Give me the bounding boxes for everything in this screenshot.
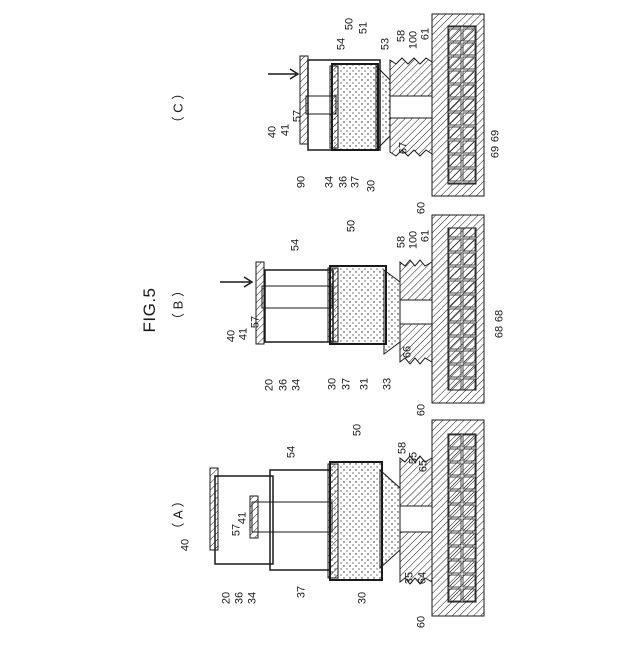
ref-label: 61	[421, 28, 432, 40]
panel-b-cap	[256, 262, 264, 344]
panel-c-piston	[330, 66, 338, 148]
ref-label: 60	[417, 404, 428, 416]
ref-label: 34	[292, 379, 303, 391]
ref-label: 20	[222, 592, 233, 604]
panel-c-cap	[300, 56, 308, 144]
ref-label: 57	[232, 524, 243, 536]
ref-label: 35	[405, 572, 416, 584]
ref-label: 30	[358, 592, 369, 604]
ref-label: 34	[325, 176, 336, 188]
ref-label: 37	[351, 176, 362, 188]
panel-a-cylinder	[270, 470, 330, 570]
ref-label: 40	[227, 330, 238, 342]
ref-label: 33	[383, 378, 394, 390]
panel-c-arrow	[268, 69, 298, 79]
ref-label: 50	[345, 18, 356, 30]
ref-label: 30	[367, 180, 378, 192]
ref-label: 37	[342, 378, 353, 390]
ref-label: 53	[381, 38, 392, 50]
ref-label: 65	[419, 460, 430, 472]
ref-label: 58	[397, 30, 408, 42]
ref-label: 40	[268, 126, 279, 138]
ref-label: 57	[251, 316, 262, 328]
ref-label: 54	[291, 239, 302, 251]
ref-label: 64	[418, 572, 429, 584]
panel-b-base-cavity	[448, 228, 476, 390]
panel-b-rod	[262, 286, 332, 308]
panel-c-drawing	[268, 14, 484, 196]
ref-label: 100	[409, 31, 420, 49]
ref-label: 36	[339, 176, 350, 188]
figure-title: FIG.5	[140, 287, 160, 332]
ref-label: 100	[409, 231, 420, 249]
ref-label: 41	[239, 328, 250, 340]
ref-label: 30	[328, 378, 339, 390]
ref-label: 20	[265, 379, 276, 391]
panel-c-gap	[390, 96, 432, 118]
panel-b-drawing	[220, 215, 484, 403]
ref-label: 68	[495, 310, 506, 322]
panel-c-reservoir	[332, 64, 378, 150]
panel-b-sleeve	[265, 270, 333, 342]
ref-label: 66	[403, 346, 414, 358]
panel-b-caption: （ B ）	[168, 284, 187, 326]
panel-c-base-cavity	[448, 26, 476, 184]
ref-label: 68	[495, 326, 506, 338]
ref-label: 37	[297, 586, 308, 598]
ref-label: 50	[347, 220, 358, 232]
ref-label: 90	[297, 176, 308, 188]
ref-label: 34	[248, 592, 259, 604]
ref-label: 54	[337, 38, 348, 50]
ref-label: 41	[238, 512, 249, 524]
ref-label: 31	[360, 378, 371, 390]
ref-label: 69	[491, 146, 502, 158]
ref-label: 36	[279, 379, 290, 391]
panel-a-cap	[210, 468, 218, 550]
panel-a-drawing	[210, 420, 484, 616]
panel-b-gap	[400, 300, 432, 324]
ref-label: 36	[235, 592, 246, 604]
ref-label: 41	[281, 124, 292, 136]
ref-label: 50	[353, 424, 364, 436]
ref-label: 61	[421, 230, 432, 242]
ref-label: 60	[417, 202, 428, 214]
ref-label: 60	[417, 616, 428, 628]
ref-label: 51	[359, 22, 370, 34]
ref-label: 67	[399, 142, 410, 154]
ref-label: 40	[181, 539, 192, 551]
panel-a-caption: （ A ）	[168, 494, 187, 535]
panel-b-arrow	[220, 277, 252, 287]
panel-a-gap	[400, 506, 432, 532]
ref-label: 58	[397, 236, 408, 248]
panel-c-caption: （ C ）	[168, 87, 187, 130]
ref-label: 69	[491, 130, 502, 142]
ref-label: 57	[293, 110, 304, 122]
ref-label: 54	[287, 446, 298, 458]
panel-a-base-cavity	[448, 434, 476, 602]
panel-a-rod-head	[250, 496, 258, 538]
panel-a-rod	[252, 502, 332, 532]
